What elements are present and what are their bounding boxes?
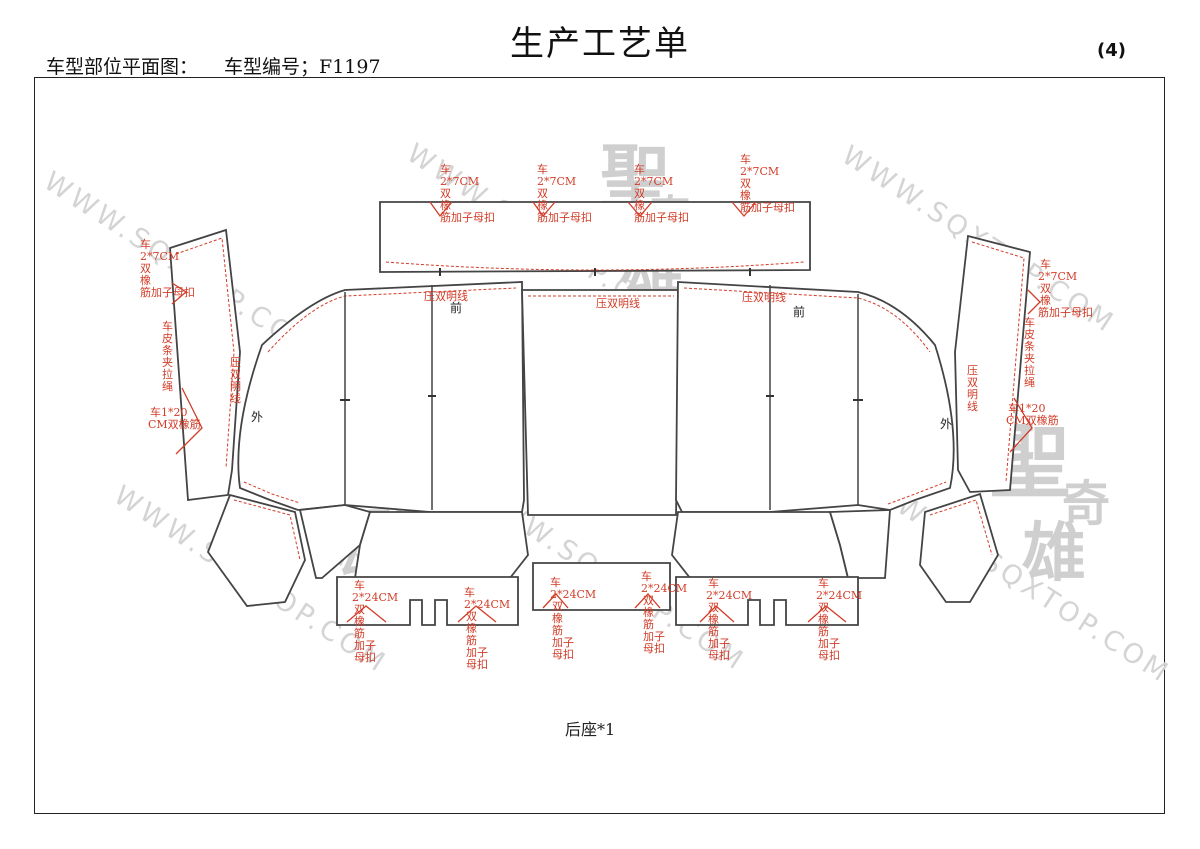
right-corner-piece (919, 492, 999, 603)
right-side-piece (954, 234, 1041, 493)
label-right-front: 前 (793, 304, 805, 319)
label-left-outer: 外 (251, 410, 263, 424)
watermark-logo-char: 奇 (1062, 476, 1110, 532)
note-top-strip-4: 车 2*7CM 双 橡 筋加子母扣 (740, 152, 795, 214)
bottom-flaps (336, 562, 859, 626)
note-bottom-5: 车 2*24CM 双 橡 筋 加子 母扣 (706, 576, 756, 662)
note-right-press-line: 压 双 明 线 (967, 364, 982, 413)
center-strip-piece (521, 289, 681, 516)
subtitle-label: 车型部位平面图： (46, 56, 199, 78)
note-left-seat-press: 压双明线 (424, 289, 468, 303)
label-left-front: 前 (450, 300, 462, 315)
watermark-logo-char: 雄 (1022, 516, 1086, 591)
note-left-side-mid: 车 皮 条 夹 拉 绳 (162, 319, 177, 393)
note-bottom-6: 车 2*24CM 双 橡 筋 加子 母扣 (816, 576, 866, 662)
note-right-side-mid: 车 皮 条 夹 拉 绳 (1024, 315, 1039, 389)
note-center-press: 压双明线 (596, 296, 640, 310)
left-corner-piece (206, 493, 306, 607)
note-left-side-top: 车 2*7CM 双 橡 筋加子母扣 (140, 237, 195, 299)
note-bottom-2: 车 2*24CM 双 橡 筋 加子 母扣 (464, 585, 514, 671)
lower-connectors (298, 504, 891, 579)
note-left-side-bottom: 车1*20 CM双橡筋 (148, 405, 201, 431)
note-top-strip-3: 车 2*7CM 双 橡 筋加子母扣 (634, 162, 689, 224)
left-side-piece (169, 228, 241, 502)
note-bottom-4: 车 2*24CM 双 橡 筋 加子 母扣 (641, 569, 691, 655)
right-seat-piece (675, 281, 955, 513)
note-right-side-bottom: 车1*20 CM双橡筋 (1006, 401, 1059, 427)
drawing-frame (34, 77, 1165, 814)
label-right-outer: 外 (940, 417, 952, 431)
note-top-strip-1: 车 2*7CM 双 橡 筋加子母扣 (440, 162, 495, 224)
note-top-strip-2: 车 2*7CM 双 橡 筋加子母扣 (537, 162, 592, 224)
note-bottom-1: 车 2*24CM 双 橡 筋 加子 母扣 (352, 578, 402, 664)
note-right-side-top: 车 2*7CM 双 橡 筋加子母扣 (1038, 257, 1093, 319)
note-right-seat-press: 压双明线 (742, 290, 786, 304)
drawing-subtitle: 车型部位平面图： 车型编号；F1197 (46, 52, 381, 79)
page-title: 生产工艺单 (510, 24, 690, 64)
model-code: 车型编号；F1197 (224, 56, 381, 78)
top-strip-piece (379, 201, 811, 276)
note-left-press-line: 压 双 明 线 (230, 356, 245, 405)
note-bottom-3: 车 2*24CM 双 橡 筋 加子 母扣 (550, 575, 600, 661)
diagram-caption: 后座*1 (565, 720, 615, 739)
page-number: (4) (1097, 40, 1126, 61)
